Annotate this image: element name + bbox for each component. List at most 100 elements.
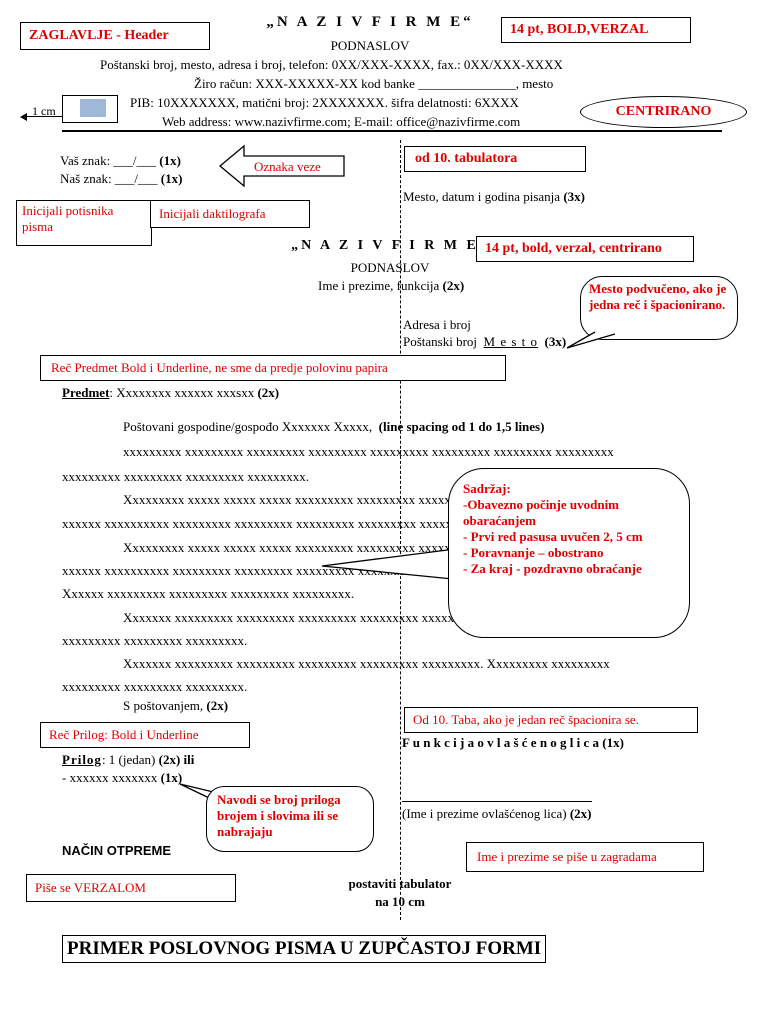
mesto-datum-text: Mesto, datum i godina pisanja [403, 189, 561, 204]
prilog-bubble-text: Navodi se broj priloga brojem i slovima … [217, 792, 341, 839]
recipient-font-note-text: 14 pt, bold, verzal, centrirano [485, 241, 662, 256]
inicijali-dakt-text: Inicijali daktilografa [159, 206, 266, 221]
tab-note-text: Od 10. Taba, ako je jedan reč špacionira… [413, 712, 639, 727]
pozdrav-count: (2x) [206, 698, 229, 713]
recipient-font-note: 14 pt, bold, verzal, centrirano [476, 236, 694, 262]
prilog-note-box: Reč Prilog: Bold i Underline [40, 722, 250, 748]
recipient-ime: Ime i prezime, funkcija (2x) [318, 278, 464, 294]
signature-rule [402, 801, 592, 802]
sadrzaj-title: Sadržaj: [463, 481, 511, 496]
mesto-datum-count: (3x) [563, 189, 585, 204]
vas-znak: Vaš znak: ___/___ (1x) [60, 153, 181, 169]
recipient-subtitle: PODNASLOV [350, 260, 430, 275]
left-arrow-icon [22, 116, 62, 117]
ime-ovlascenog: (Ime i prezime ovlašćenog lica) (2x) [402, 806, 592, 822]
predmet-count: (2x) [257, 385, 280, 400]
sadrzaj-item-2: - Prvi red pasusa uvučen 2, 5 cm [463, 529, 643, 544]
prilog-item-count: (1x) [160, 770, 183, 785]
tab-caption-2: na 10 cm [375, 894, 425, 909]
sadrzaj-bubble-tail [321, 547, 464, 581]
verzal-note-box: Piše se VERZALOM [26, 874, 236, 902]
recipient-mesto: M e s t o [483, 334, 539, 349]
inicijali-potpisnika-text: Inicijali potisnika pisma [22, 203, 114, 234]
predmet-note-text: Reč Predmet Bold i Underline, ne sme da … [51, 360, 388, 375]
predmet-line: Predmet: Xxxxxxxx xxxxxx xxxsxx (2x) [62, 385, 279, 401]
recipient-ime-text: Ime i prezime, funkcija [318, 278, 440, 293]
prilog-note-text: Reč Prilog: Bold i Underline [49, 727, 199, 742]
funkcija-line: F u n k c i j a o v l a š ć e n o g l i … [402, 735, 624, 751]
greeting-note: (line spacing od 1 do 1,5 lines) [378, 419, 545, 434]
recipient-postanski-text: Poštanski broj [403, 334, 478, 349]
sadrzaj-item-3: - Poravnanje – obostrano [463, 545, 604, 560]
header-rule [62, 130, 722, 132]
nas-znak-count: (1x) [160, 171, 183, 186]
centrirano-text: CENTRIRANO [615, 104, 712, 119]
p3c: Xxxxxx xxxxxxxxx xxxxxxxxx xxxxxxxxx xxx… [62, 586, 355, 601]
header-line2: Žiro račun: XXX-XXXXX-XX kod banke _____… [194, 76, 554, 91]
tab-guide-line [400, 140, 401, 920]
prilog-label: Prilog [62, 752, 102, 767]
nas-znak-text: Naš znak: ___/___ [60, 171, 158, 186]
mesto-bubble-tail [566, 331, 616, 349]
mesto-bubble: Mesto podvučeno, ako je jedna reč i špac… [580, 276, 738, 340]
vas-znak-count: (1x) [159, 153, 181, 168]
p1b: xxxxxxxxx xxxxxxxxx xxxxxxxxx xxxxxxxxx. [62, 469, 309, 484]
page-title: PRIMER POSLOVNOG PISMA U ZUPČASTOJ FORMI [62, 935, 547, 963]
prilog-item-text: - xxxxxx xxxxxxx [62, 770, 158, 785]
tab-caption-1: postaviti tabulator [348, 876, 452, 891]
prilog-text: : 1 (jedan) [101, 752, 156, 767]
recipient-firm: „N A Z I V F I R M E“ [291, 238, 489, 253]
pozdrav-line: S poštovanjem, (2x) [123, 698, 228, 714]
greeting-line: Poštovani gospodine/gospođo Xxxxxxx Xxxx… [123, 419, 544, 435]
inicijali-potpisnika-box: Inicijali potisnika pisma [16, 200, 152, 246]
pozdrav-text: S poštovanjem, [123, 698, 204, 713]
sadrzaj-item-4: - Za kraj - pozdravno obraćanje [463, 561, 642, 576]
mesto-datum: Mesto, datum i godina pisanja (3x) [403, 189, 585, 205]
prilog-item: - xxxxxx xxxxxxx (1x) [62, 770, 182, 786]
od10-box: od 10. tabulatora [404, 146, 586, 172]
header-line3: PIB: 10XXXXXXX, matični broj: 2XXXXXXX. … [130, 95, 519, 110]
header-font-note-text: 14 pt, BOLD,VERZAL [510, 22, 649, 37]
prilog-count: (2x) ili [158, 752, 195, 767]
prilog-bubble: Navodi se broj priloga brojem i slovima … [206, 786, 374, 852]
od10-text: od 10. tabulatora [415, 151, 518, 166]
oznaka-arrow [218, 144, 345, 188]
predmet-note-box: Reč Predmet Bold i Underline, ne sme da … [40, 355, 506, 381]
verzal-note-text: Piše se VERZALOM [35, 880, 146, 895]
inicijali-dakt-box: Inicijali daktilografa [150, 200, 310, 228]
oznaka-veze-text: Oznaka veze [254, 159, 321, 174]
funkcija-text: F u n k c i j a o v l a š ć e n o g l i … [402, 735, 600, 750]
predmet-label: Predmet [62, 385, 110, 400]
header-label-box: ZAGLAVLJE - Header [20, 22, 210, 50]
tab-note-box: Od 10. Taba, ako je jedan reč špacionira… [404, 707, 698, 733]
nacin-otpreme: NAČIN OTPREME [62, 843, 172, 858]
ime-note-text: Ime i prezime se piše u zagradama [477, 849, 657, 864]
vas-znak-text: Vaš znak: ___/___ [60, 153, 157, 168]
cm-label: 1 cm [32, 104, 56, 118]
greeting-text: Poštovani gospodine/gospođo Xxxxxxx Xxxx… [123, 419, 373, 434]
p1a: xxxxxxxxx xxxxxxxxx xxxxxxxxx xxxxxxxxx … [123, 444, 614, 459]
ime-ovlascenog-text: (Ime i prezime ovlašćenog lica) [402, 806, 567, 821]
header-label: ZAGLAVLJE - Header [29, 28, 169, 43]
logo-image [80, 99, 106, 117]
arrow-head-icon [20, 113, 27, 121]
recipient-mesto-count: (3x) [544, 334, 567, 349]
header-line4: Web address: www.nazivfirme.com; E-mail:… [162, 114, 521, 129]
ime-ovlascenog-count: (2x) [569, 806, 592, 821]
header-font-note: 14 pt, BOLD,VERZAL [501, 17, 691, 43]
header-firm: „N A Z I V F I R M E“ [266, 14, 474, 30]
predmet-text: : Xxxxxxxx xxxxxx xxxsxx [109, 385, 255, 400]
p4b: xxxxxxxxx xxxxxxxxx xxxxxxxxx. [62, 633, 248, 648]
prilog-line: Prilog: 1 (jedan) (2x) ili [62, 752, 194, 768]
p5a: Xxxxxxx xxxxxxxxx xxxxxxxxx xxxxxxxxx xx… [123, 656, 610, 671]
recipient-postanski: Poštanski broj M e s t o (3x) [403, 334, 566, 350]
header-subtitle: PODNASLOV [330, 38, 410, 53]
centrirano-ellipse: CENTRIRANO [580, 96, 747, 128]
ime-note-box: Ime i prezime se piše u zagradama [466, 842, 704, 872]
recipient-ime-count: (2x) [442, 278, 465, 293]
funkcija-count: (1x) [602, 735, 624, 750]
p2b: xxxxxx xxxxxxxxxx xxxxxxxxx xxxxxxxxx xx… [62, 516, 560, 531]
sadrzaj-bubble: Sadržaj: -Obavezno počinje uvodnim obara… [448, 468, 690, 638]
p5b: xxxxxxxxx xxxxxxxxx xxxxxxxxx. [62, 679, 248, 694]
nas-znak: Naš znak: ___/___ (1x) [60, 171, 182, 187]
